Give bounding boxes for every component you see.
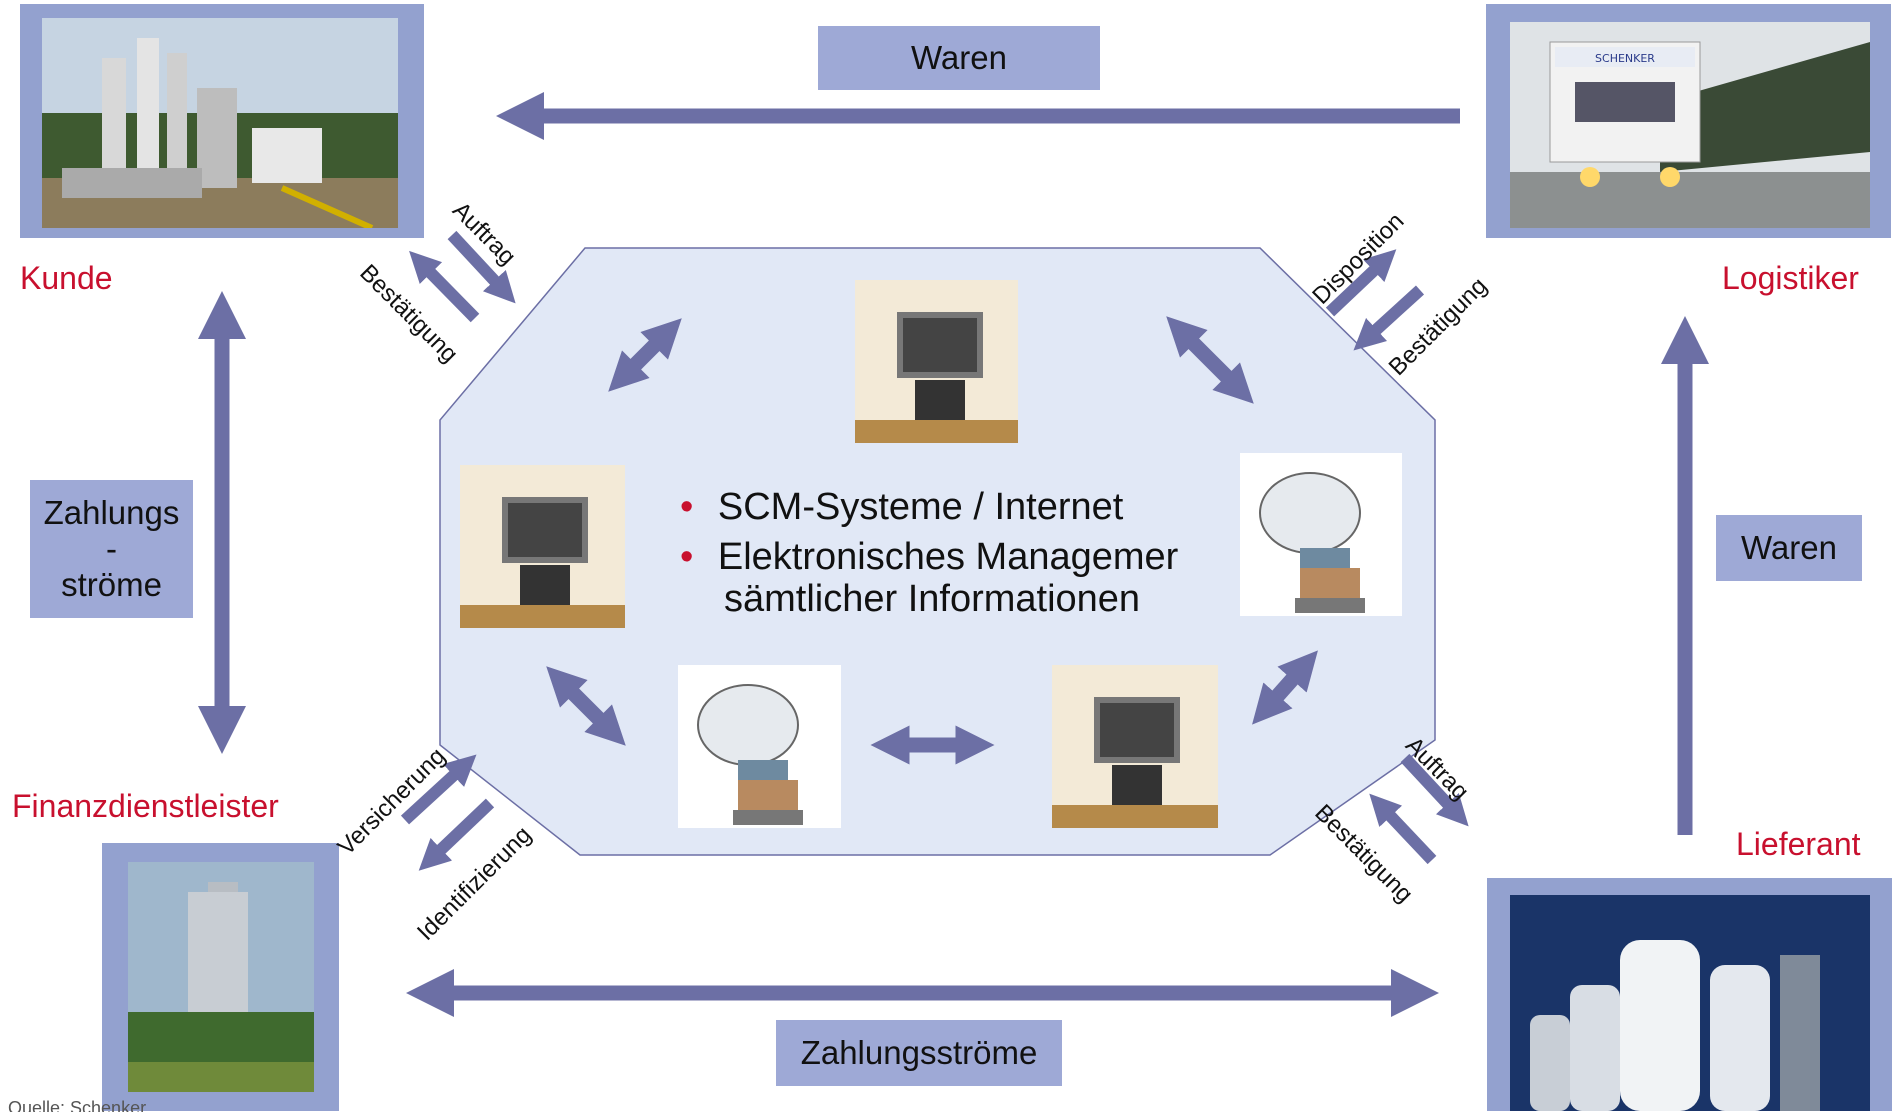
hub-dish-bottom-image (678, 665, 841, 828)
left-payment-line-2: - (106, 530, 117, 567)
bottom-payment-label: Zahlungsströme (776, 1020, 1062, 1086)
arrow-hub-top-left (608, 318, 682, 392)
bullet-dot-icon: • (680, 536, 694, 578)
arrow-kunde-bestaetigung (409, 250, 480, 323)
arrow-hub-left-bottom (546, 666, 626, 746)
hub-monitor-top-image (855, 280, 1018, 443)
arrow-kunde-auftrag (447, 230, 516, 304)
hub-monitor-bottom-right-image (1052, 665, 1218, 828)
center-bullet-1: • SCM-Systeme / Internet (680, 486, 1123, 529)
role-lieferant: Lieferant (1736, 826, 1861, 862)
kunde-refinery-image (42, 18, 398, 228)
top-goods-label: Waren (818, 26, 1100, 90)
arrow-finanz-versicherung (400, 754, 477, 825)
arrow-lieferant-bestaetigung (1369, 793, 1437, 865)
arrow-hub-right-bottom (1252, 650, 1318, 725)
svg-text:SCHENKER: SCHENKER (1595, 52, 1655, 65)
right-goods-label: Waren (1716, 515, 1862, 581)
lieferant-silo-image (1510, 895, 1870, 1111)
hub-dish-right-image (1240, 453, 1402, 616)
bullet-dot-icon: • (680, 486, 694, 528)
arrow-logistiker-bestaetigung (1353, 285, 1425, 351)
arrow-hub-top-right (1166, 316, 1254, 404)
center-bullet-2-continuation: sämtlicher Informationen (724, 578, 1141, 620)
left-payment-line-3: ströme (61, 566, 162, 603)
arrow-logistiker-disposition (1325, 249, 1397, 317)
role-kunde: Kunde (20, 260, 113, 296)
finanz-tower-image (128, 862, 314, 1092)
role-finanzdienstleister: Finanzdienstleister (12, 788, 279, 824)
left-payment-line-1: Zahlungs (43, 494, 180, 531)
center-bullet-1-text: SCM-Systeme / Internet (717, 486, 1124, 528)
left-payment-label: Zahlungs - ströme (30, 480, 193, 618)
center-bullet-2-text: Elektronisches Managemer (717, 536, 1179, 578)
center-bullet-2: • Elektronisches Managemer (680, 536, 1178, 579)
role-logistiker: Logistiker (1722, 260, 1859, 296)
source-note: Quelle: Schenker (8, 1098, 147, 1112)
hub-monitor-left-image (460, 465, 625, 628)
arrow-finanz-identifizierung (418, 798, 495, 871)
arrow-lieferant-auftrag (1400, 753, 1469, 827)
logistiker-truck-image: SCHENKER (1510, 22, 1870, 228)
